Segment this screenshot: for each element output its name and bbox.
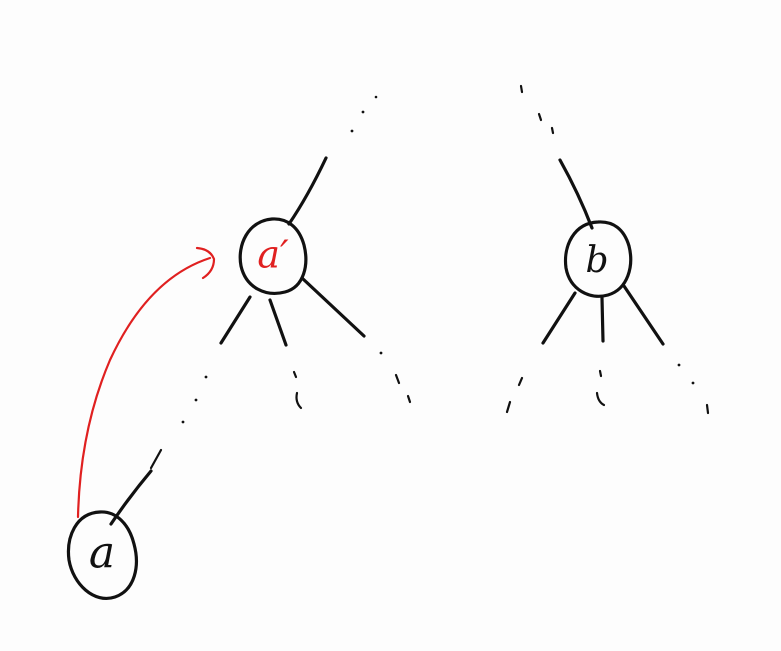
dots-b-middle-descendants — [595, 369, 606, 407]
edge-a-prime-to-parent — [287, 156, 328, 226]
red-link-curve — [76, 256, 212, 519]
dots-a-prime-ancestor — [350, 95, 378, 133]
red-link-arrowhead-icon — [195, 246, 216, 280]
node-b-group: b — [505, 84, 710, 415]
node-a-prime-circle — [238, 217, 308, 295]
dots-b-ancestor — [519, 84, 555, 135]
dots-b-right-descendants — [677, 363, 710, 415]
node-b-label: b — [585, 240, 608, 281]
edge-a-prime-child-left — [219, 295, 252, 345]
edge-b-child-right — [622, 284, 665, 346]
node-a-group: a — [66, 448, 163, 600]
edge-a-prime-child-right — [300, 276, 366, 338]
dots-b-left-descendants — [505, 376, 524, 414]
node-a-label: a — [89, 528, 115, 579]
edge-a-upper-stub — [149, 448, 163, 470]
node-b-circle — [563, 220, 633, 298]
edge-b-child-middle — [600, 296, 605, 343]
edge-a-prime-child-middle — [268, 298, 288, 347]
dots-a-prime-left-descendants — [181, 375, 208, 424]
edge-b-child-left — [541, 291, 577, 345]
dots-a-prime-middle-descendants — [292, 370, 303, 410]
node-a-prime-group: a′ — [181, 95, 412, 424]
node-a-circle — [66, 510, 138, 600]
node-a-prime-label: a′ — [257, 233, 289, 277]
edge-a-to-parent — [109, 469, 153, 526]
red-link-arrow — [76, 246, 216, 519]
edge-b-to-parent — [558, 158, 594, 230]
dots-a-prime-right-descendants — [379, 351, 412, 404]
